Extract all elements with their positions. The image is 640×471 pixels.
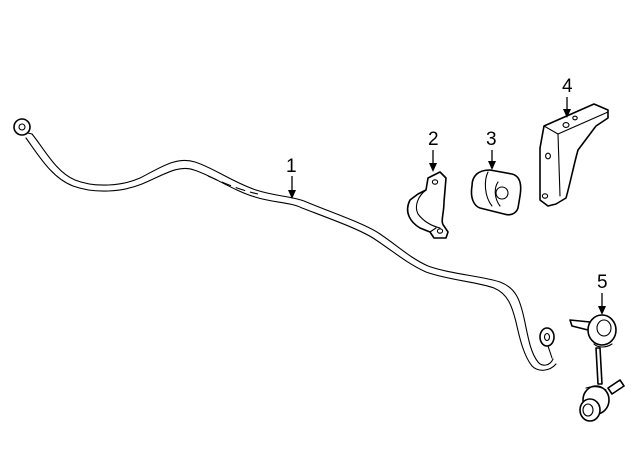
bushing[interactable] (470, 169, 522, 216)
stabilizer-link[interactable] (569, 314, 625, 422)
callout-label-3: 3 (486, 129, 497, 150)
bushing-bracket[interactable] (406, 171, 449, 239)
callout-label-4: 4 (562, 76, 573, 97)
callout-label-2: 2 (428, 129, 439, 150)
callout-label-5: 5 (597, 272, 608, 293)
callout-2: 2 (428, 129, 439, 172)
stabilizer-bar[interactable] (13, 118, 557, 371)
callout-3: 3 (486, 129, 497, 170)
callout-1: 1 (286, 156, 297, 199)
mounting-bracket[interactable] (539, 103, 609, 207)
callout-label-1: 1 (286, 156, 297, 177)
callout-5: 5 (597, 272, 608, 315)
callout-4: 4 (562, 76, 573, 118)
